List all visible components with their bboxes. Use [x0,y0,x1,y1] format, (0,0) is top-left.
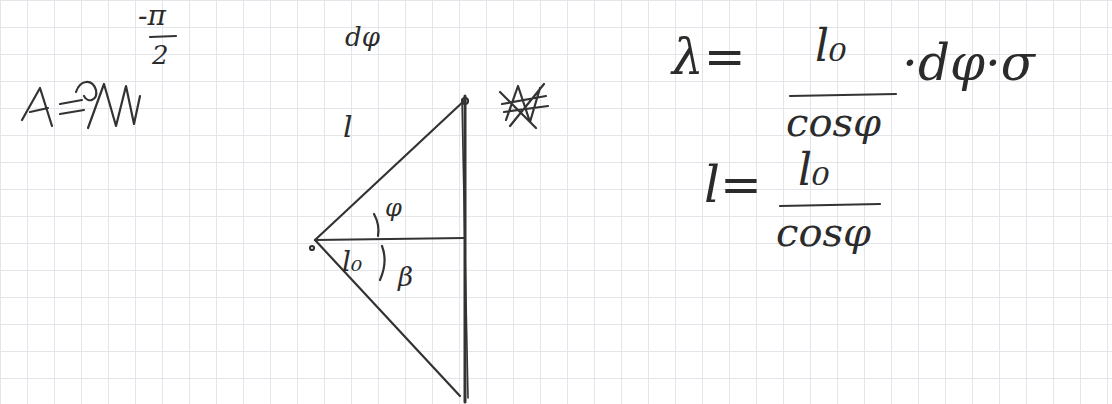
angle-arc [374,214,379,236]
handwritten-label: l [343,112,353,142]
handwritten-label: l₀ [798,148,830,192]
fraction-bar [150,36,176,37]
point-dot [310,246,314,250]
crossed-out-scribble [76,82,96,100]
fraction-bar [790,94,896,96]
vertical-line [462,100,468,398]
crossed-out-scribble [22,84,140,128]
handwritten-label: ·dφ·σ [902,38,1035,88]
crossed-out-scribble [500,84,548,128]
hypotenuse-line [315,100,465,240]
handwritten-label: dφ [345,24,380,50]
lower-line [315,240,460,396]
angle-arc [380,246,385,280]
handwritten-label: l= [704,160,762,210]
horizontal-line [315,238,465,240]
point-dot [462,98,468,104]
handwritten-label: cosφ [776,212,871,252]
handwritten-label: cosφ [786,102,881,142]
handwritten-label: -π [138,2,166,30]
handwritten-label: 2 [152,42,169,68]
handwritten-label: φ [385,196,402,220]
fraction-bar [780,204,880,206]
handwritten-label: λ= [672,32,746,82]
handwritten-label: β [398,264,413,290]
handwritten-label: l₀ [342,248,362,276]
handwritten-label: l₀ [815,24,847,68]
